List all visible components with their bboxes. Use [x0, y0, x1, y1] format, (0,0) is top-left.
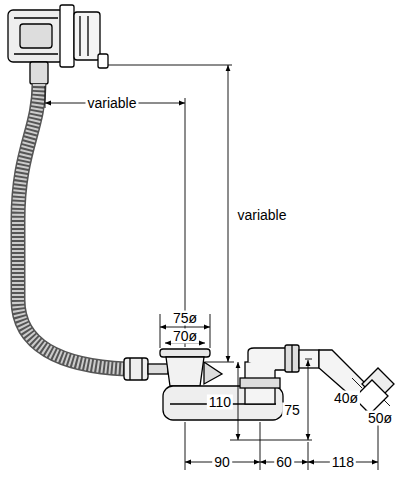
- overflow-fitting: [8, 5, 108, 84]
- diameter-dimension: 75ø: [171, 311, 199, 326]
- diameter-dimension: 70ø: [171, 329, 199, 344]
- diameter-dimension: 50ø: [366, 411, 394, 426]
- height-dimension: 75: [282, 403, 302, 418]
- hose-corrugation: [18, 84, 126, 369]
- dimension-lines: [45, 65, 390, 470]
- length-dimension: 90: [212, 455, 232, 470]
- height-dimension: 110: [207, 395, 233, 410]
- drain-trap: [124, 345, 394, 420]
- variable-dimension: variable: [235, 208, 288, 223]
- length-dimension: 118: [330, 455, 356, 470]
- length-dimension: 60: [274, 455, 294, 470]
- flexible-hose: [18, 84, 126, 369]
- diameter-dimension: 40ø: [332, 391, 360, 406]
- variable-dimension: variable: [85, 96, 138, 111]
